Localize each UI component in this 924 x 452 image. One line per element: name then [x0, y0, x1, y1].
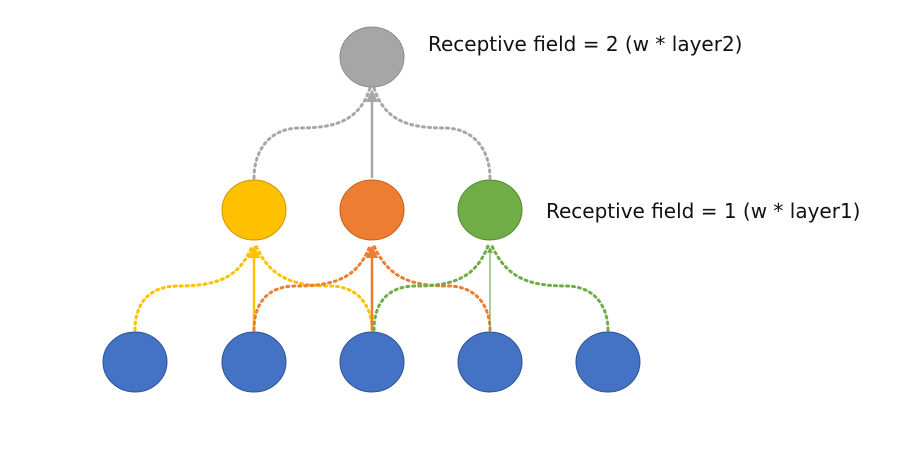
link-green-right: [490, 244, 610, 332]
link-green-left: [372, 244, 490, 332]
node-layer1-green: [457, 179, 523, 241]
link-yellow-left: [133, 244, 254, 332]
node-input-5: [575, 331, 641, 393]
node-layer1-yellow: [221, 179, 287, 241]
link-gray-left: [252, 86, 372, 180]
node-input-3: [339, 331, 405, 393]
link-orange-right: [372, 244, 492, 332]
label-layer1-receptive-field: Receptive field = 1 (w * layer1): [546, 199, 860, 223]
node-input-4: [457, 331, 523, 393]
node-layer1-orange: [339, 179, 405, 241]
link-orange-left: [252, 244, 372, 332]
node-input-1: [102, 331, 168, 393]
node-layer2-output: [339, 26, 405, 88]
label-layer2-receptive-field: Receptive field = 2 (w * layer2): [428, 32, 742, 56]
link-gray-right: [372, 86, 492, 180]
layer2-connections: [252, 86, 492, 180]
layer1-connections: [133, 244, 610, 332]
link-yellow-right: [254, 244, 374, 332]
node-input-2: [221, 331, 287, 393]
